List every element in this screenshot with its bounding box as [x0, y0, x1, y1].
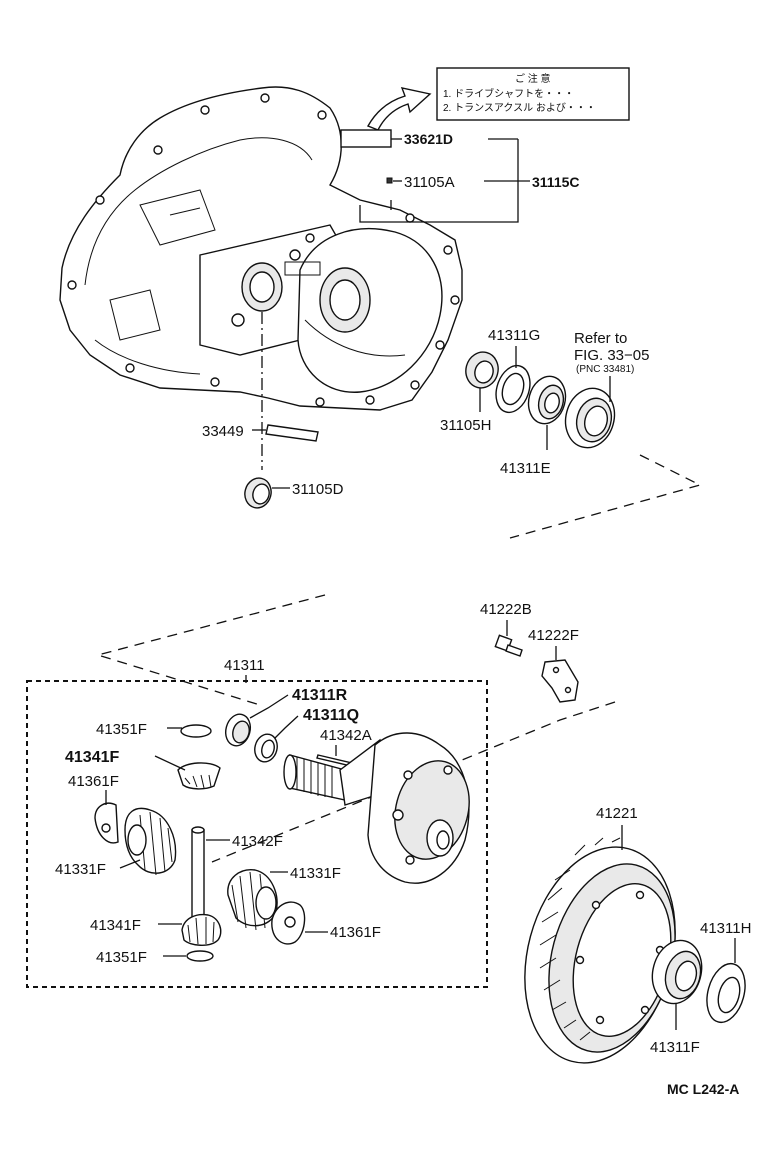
lock-plate-41222F	[541, 659, 579, 703]
reference-pnc: (PNC 33481)	[576, 364, 634, 375]
label-31105A: 31105A	[404, 174, 455, 191]
label-41311Q: 41311Q	[303, 707, 359, 724]
label-41361F-right: 41361F	[330, 924, 381, 941]
reference-refer-to: Refer to	[574, 330, 627, 347]
bolt-41222B	[494, 634, 523, 657]
assembly-box-41311	[26, 680, 488, 988]
plug-31105A	[386, 177, 393, 184]
label-41361F-left: 41361F	[68, 773, 119, 790]
label-41311E: 41311E	[500, 460, 551, 477]
label-33449: 33449	[202, 423, 244, 440]
label-41331F-left: 41331F	[55, 861, 106, 878]
label-41311R: 41311R	[292, 687, 348, 704]
label-41351F-top: 41351F	[96, 721, 147, 738]
flange-bolts	[67, 93, 460, 407]
bearing-outer-race-ref	[564, 387, 616, 449]
side-gear-41331F-right	[227, 869, 278, 931]
label-41222B: 41222B	[480, 601, 532, 618]
label-31105H: 31105H	[440, 417, 491, 434]
bearing-41311E	[527, 375, 567, 425]
label-41311F: 41311F	[650, 1039, 700, 1056]
figure-code: MC L242-A	[667, 1081, 739, 1097]
outer-race-41311Q	[254, 733, 278, 763]
bearing-41311R	[224, 713, 252, 747]
differential-case	[283, 732, 470, 884]
caution-label-line1: 1. ドライブシャフトを・・・	[443, 87, 574, 100]
outer-race-41311H	[706, 962, 746, 1024]
transaxle-housing-drawing	[59, 86, 463, 411]
label-41351F-bottom: 41351F	[96, 949, 147, 966]
label-41222F: 41222F	[528, 627, 579, 644]
reference-fig: FIG. 33−05	[574, 347, 649, 364]
label-41341F-top: 41341F	[65, 749, 119, 766]
washer-41361F-left	[94, 802, 119, 844]
label-41342F: 41342F	[232, 833, 283, 850]
label-33621D: 33621D	[404, 131, 453, 147]
washer-41351F-bottom	[186, 950, 214, 962]
label-arrow	[367, 87, 432, 131]
oil-seal-31105D	[244, 477, 272, 509]
label-41311H: 41311H	[700, 920, 751, 937]
plate-33621D	[340, 129, 392, 148]
label-41311: 41311	[224, 657, 265, 674]
pinion-gear-41341F-bottom	[181, 913, 222, 946]
label-41341F-bottom: 41341F	[90, 917, 141, 934]
label-41221: 41221	[596, 805, 638, 822]
side-gear-41331F-left	[124, 807, 177, 876]
ring-gear-41221	[524, 837, 676, 1064]
label-31115C: 31115C	[532, 174, 580, 190]
label-41342A: 41342A	[320, 727, 372, 744]
bearing-41311F	[651, 939, 703, 1005]
label-31105D: 31105D	[292, 481, 344, 498]
washer-41361F-right	[271, 901, 306, 945]
label-41311G: 41311G	[488, 327, 540, 344]
pinion-shaft-41342F	[191, 826, 205, 923]
caution-label-line2: 2. トランスアクスル および・・・	[443, 102, 596, 114]
label-41331F-right: 41331F	[290, 865, 341, 882]
washer-41351F-top	[180, 724, 212, 738]
part-33449	[265, 424, 319, 442]
caution-label-title: ご 注 意	[515, 72, 551, 85]
pinion-gear-41341F-top	[177, 762, 221, 790]
caution-label-33621D: ご 注 意 1. ドライブシャフトを・・・ 2. トランスアクスル および・・・	[436, 67, 630, 121]
